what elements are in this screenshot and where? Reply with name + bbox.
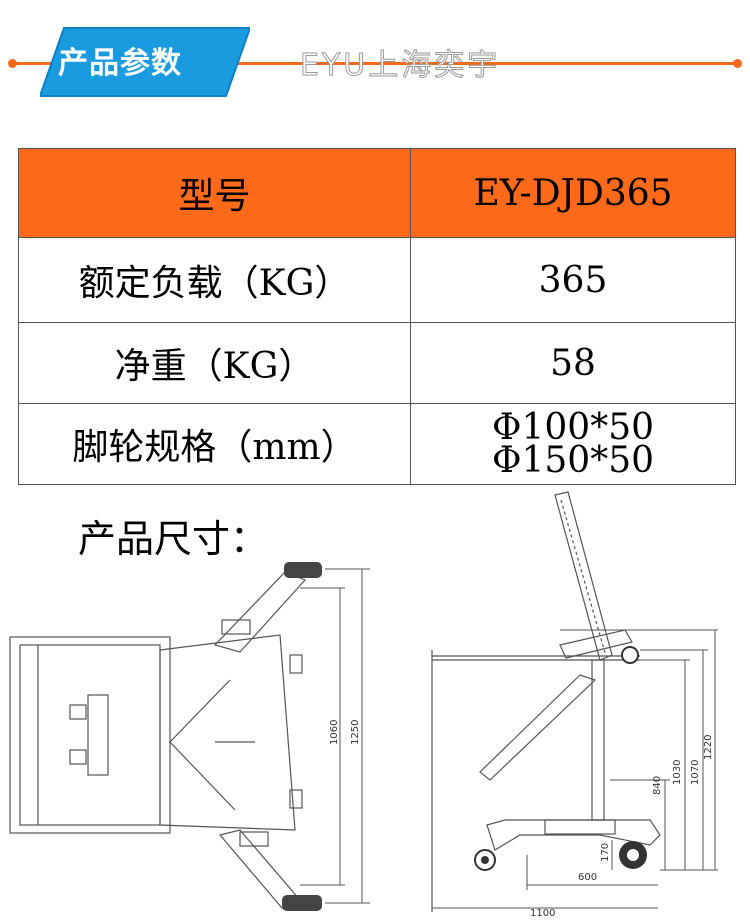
spec-table: 型号 EY-DJD365 额定负载（KG） 365 净重（KG） 58 脚轮规格… (18, 148, 736, 485)
table-row: 额定负载（KG） 365 (18, 237, 736, 323)
dim-1070: 1070 (690, 760, 701, 785)
caster-spec-1: Φ100*50 (491, 407, 655, 448)
side-view-drawing (431, 491, 661, 912)
row-label: 脚轮规格（mm） (18, 403, 411, 485)
dim-1250: 1250 (350, 720, 361, 745)
title-badge (40, 27, 250, 97)
caster-spec-2: Φ150*50 (491, 440, 655, 481)
top-view-drawing (9, 571, 307, 909)
dim-170: 170 (600, 843, 611, 862)
side-view-wheels (474, 646, 647, 871)
row-value: 58 (410, 322, 736, 404)
table-row: 脚轮规格（mm） Φ100*50 Φ150*50 (18, 403, 736, 485)
spec-table-header: 型号 EY-DJD365 (18, 148, 736, 238)
header-value-cell: EY-DJD365 (410, 148, 736, 238)
table-row: 净重（KG） 58 (18, 322, 736, 404)
dimensions-title: 产品尺寸： (78, 517, 269, 561)
page-title: 产品参数 (58, 46, 182, 81)
dim-1030: 1030 (672, 760, 683, 785)
top-view-wheels (282, 562, 322, 911)
row-value-multiline: Φ100*50 Φ150*50 (410, 403, 736, 485)
side-view-dimension-lines (432, 629, 718, 909)
row-label: 净重（KG） (18, 322, 411, 404)
dim-1220: 1220 (703, 735, 714, 760)
dimension-drawing: 1060 1250 (9, 491, 718, 919)
header-divider-line (12, 62, 738, 65)
divider-right-dot (733, 59, 742, 68)
row-value: 365 (410, 237, 736, 323)
dim-600: 600 (578, 872, 597, 883)
dim-1060: 1060 (329, 720, 340, 745)
row-label: 额定负载（KG） (18, 237, 411, 323)
dim-1100: 1100 (530, 908, 555, 919)
header-label-cell: 型号 (18, 148, 411, 238)
top-view-dimension-lines (300, 568, 370, 904)
divider-left-dot (8, 59, 17, 68)
dim-840: 840 (652, 776, 663, 795)
brand-watermark: EYU上海奕宇 (299, 48, 501, 84)
